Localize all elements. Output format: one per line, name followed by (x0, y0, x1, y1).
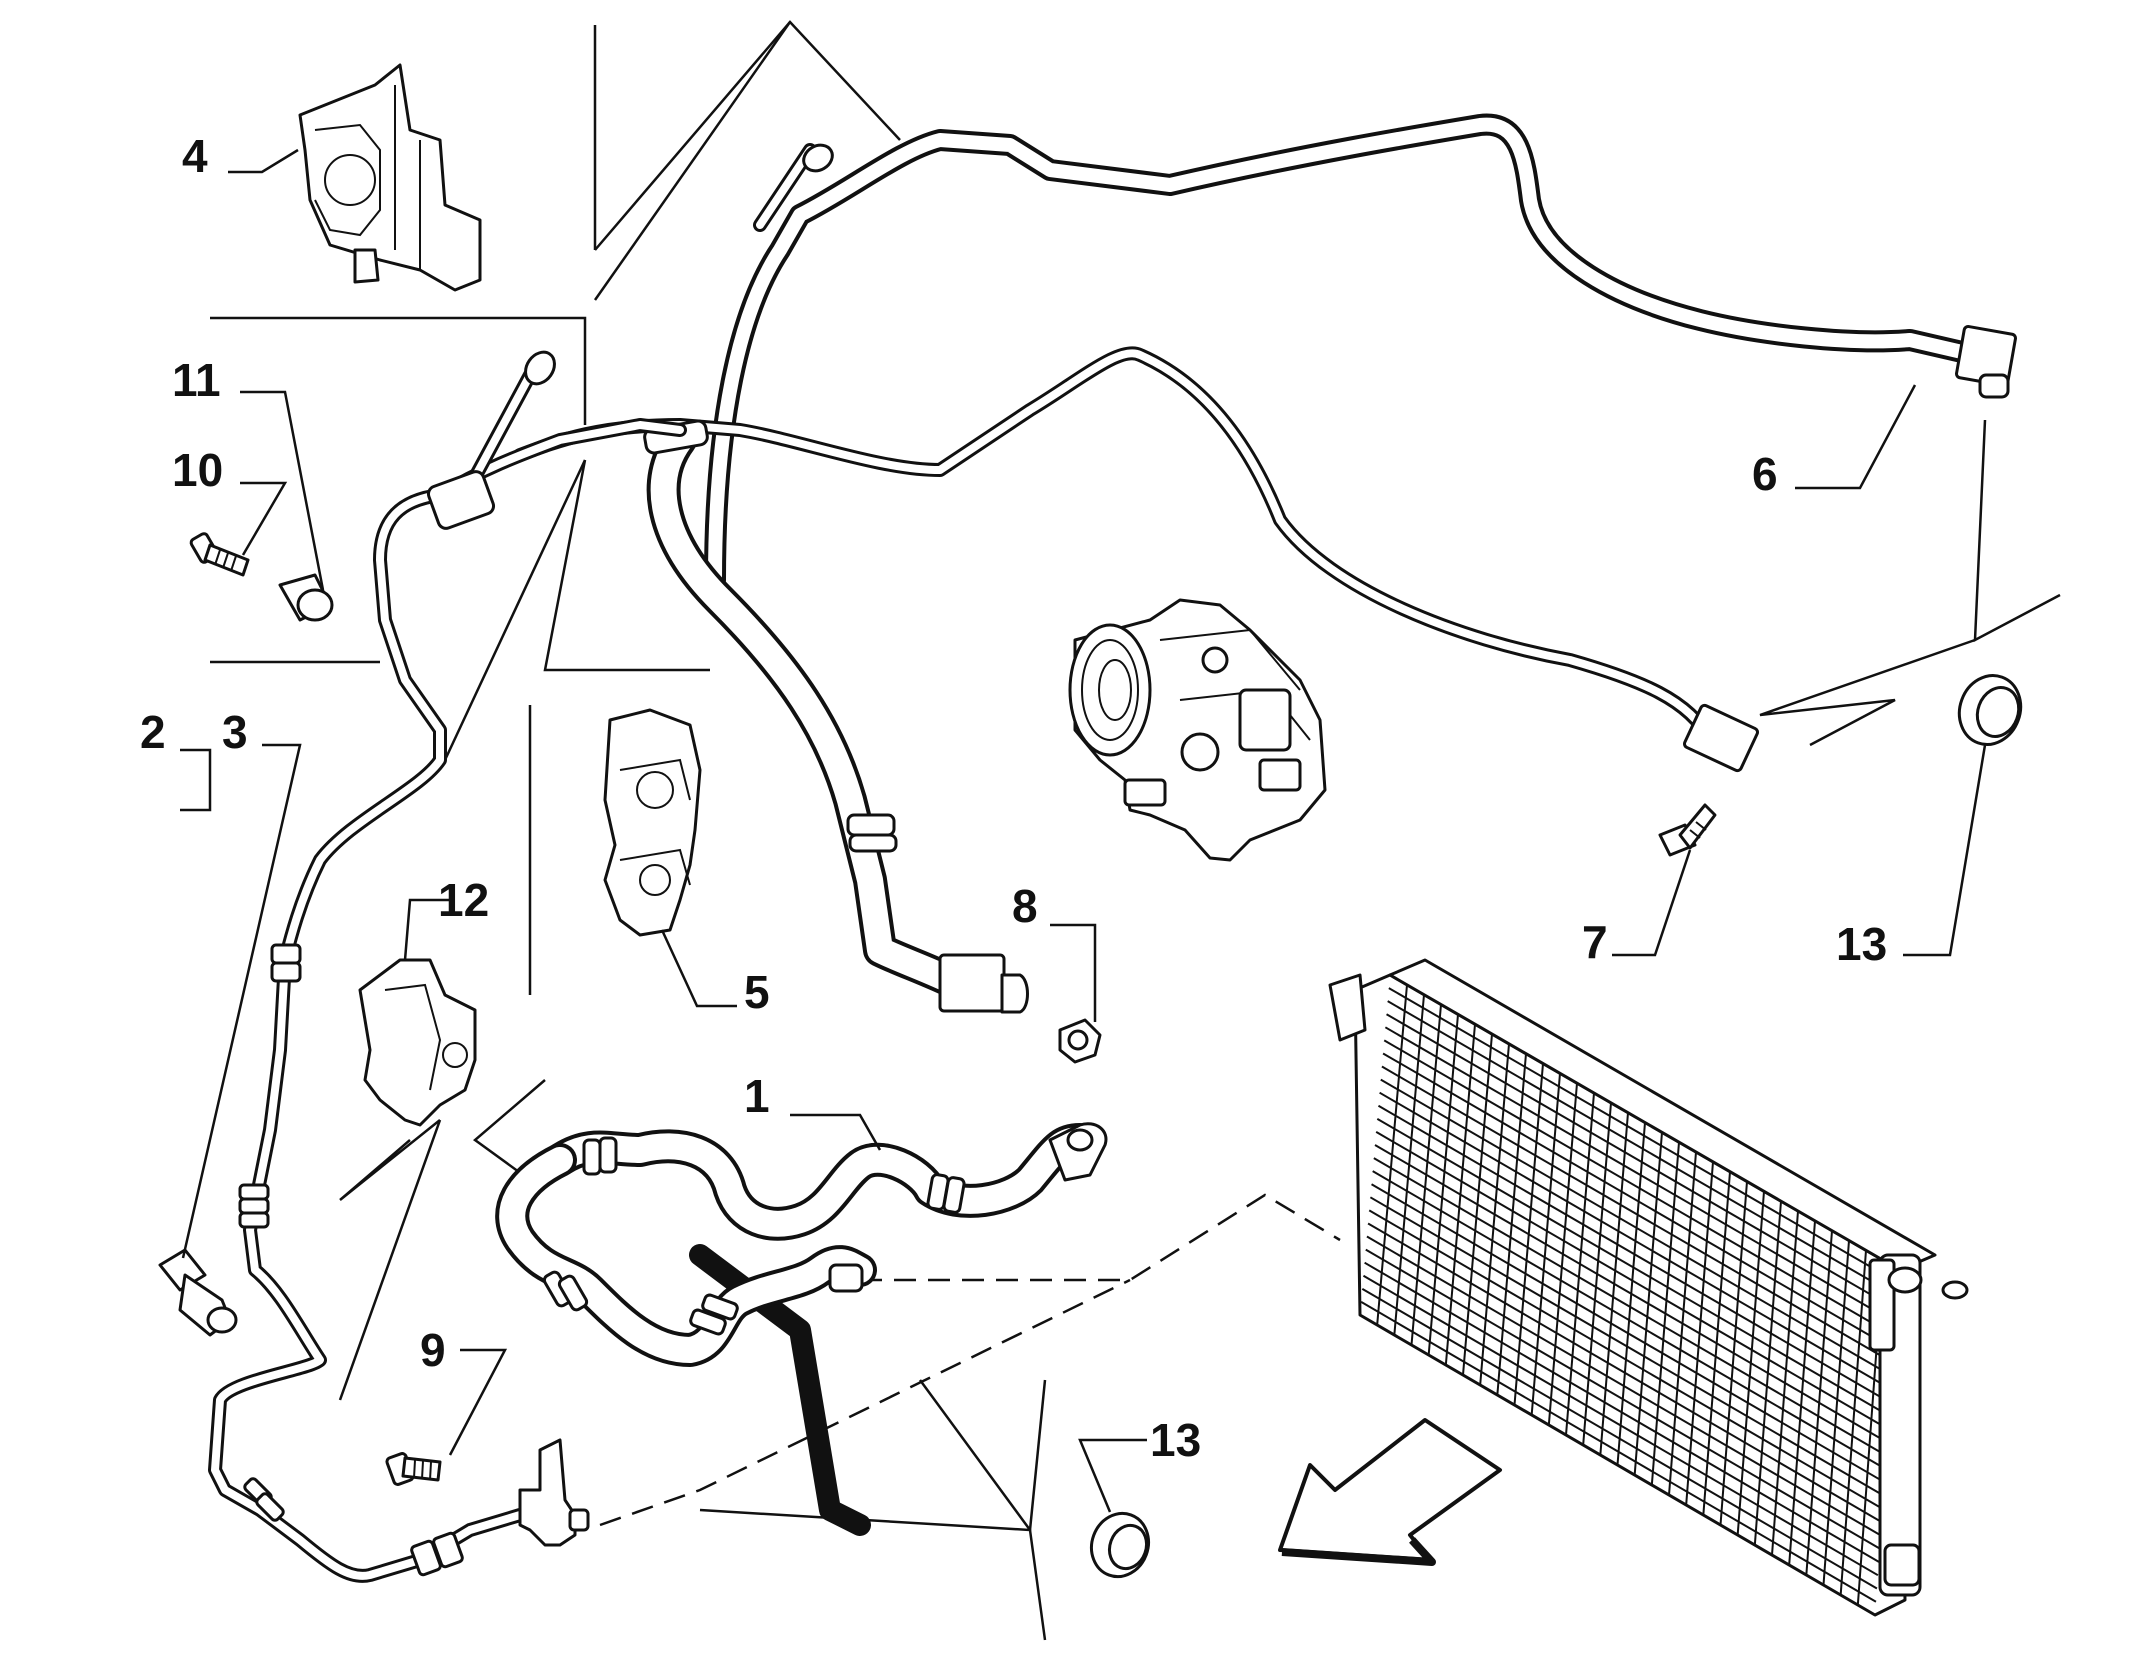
pipe-mid (513, 346, 1760, 773)
connection-dashes (599, 1193, 1341, 1527)
callout-labels: 1 2 3 4 5 6 7 8 9 10 11 12 13 13 (140, 130, 1887, 1466)
condenser-tube (1362, 1274, 1879, 1577)
callout-13-bottom: 13 (1150, 1414, 1201, 1466)
callout-8: 8 (1012, 880, 1038, 932)
callout-3: 3 (222, 706, 248, 758)
grommet-11 (278, 573, 334, 622)
condenser (1328, 958, 1969, 1617)
callout-13-right: 13 (1836, 918, 1887, 970)
pipe-left (208, 350, 687, 1583)
condenser-tube (1383, 1039, 1896, 1338)
condenser-tube (1379, 1091, 1892, 1391)
callout-12: 12 (438, 874, 489, 926)
callout-7: 7 (1582, 916, 1608, 968)
condenser-tube (1382, 1052, 1895, 1351)
condenser-tube (1381, 1065, 1894, 1364)
condenser-tube (1376, 1117, 1890, 1417)
condenser-tube (1367, 1222, 1883, 1523)
condenser-tube (1366, 1235, 1882, 1537)
condenser-tube (1368, 1209, 1884, 1510)
callout-10: 10 (172, 444, 223, 496)
nut-8 (1058, 1018, 1102, 1064)
condenser-fins (1360, 984, 1900, 1606)
callout-1: 1 (744, 1070, 770, 1122)
condenser-tube (1365, 1248, 1881, 1550)
callout-11: 11 (172, 354, 221, 406)
condenser-tube (1369, 1196, 1885, 1497)
bolt-10 (189, 532, 250, 577)
direction-arrow (1278, 1418, 1502, 1566)
condenser-tube (1375, 1131, 1889, 1431)
compressor (1068, 598, 1327, 862)
bracket-12 (358, 958, 477, 1127)
callout-6: 6 (1752, 448, 1778, 500)
callout-5: 5 (744, 966, 770, 1018)
bracket-5 (603, 708, 702, 937)
leader-lines (180, 148, 1987, 1513)
condenser-tube (1373, 1157, 1888, 1457)
condenser-tube (1384, 1026, 1897, 1324)
condenser-tube (1377, 1104, 1891, 1404)
condenser-tube (1364, 1261, 1880, 1563)
pressure-switch-3 (158, 1248, 238, 1337)
callout-9: 9 (420, 1324, 446, 1376)
assembly-guide-lines (210, 20, 2061, 1641)
seal-13-right (1957, 674, 2023, 746)
bolt-9 (385, 1452, 442, 1486)
condenser-tube (1371, 1183, 1886, 1484)
bracket-4 (298, 63, 482, 292)
condenser-tube (1380, 1078, 1893, 1378)
condenser-tube (1372, 1170, 1887, 1470)
condenser-tube (1387, 1000, 1899, 1298)
condenser-tube (1388, 987, 1900, 1285)
condenser-tube (1386, 1013, 1898, 1311)
condenser-tube (1360, 1301, 1877, 1603)
condenser-tube (1374, 1144, 1889, 1444)
condenser-tube (1361, 1287, 1878, 1590)
bolt-7 (1658, 803, 1717, 857)
hose-1 (495, 1122, 1108, 1367)
hose-center (643, 419, 1029, 1014)
callout-4: 4 (182, 130, 208, 182)
seal-13-bottom (1090, 1511, 1150, 1579)
callout-2: 2 (140, 706, 166, 758)
